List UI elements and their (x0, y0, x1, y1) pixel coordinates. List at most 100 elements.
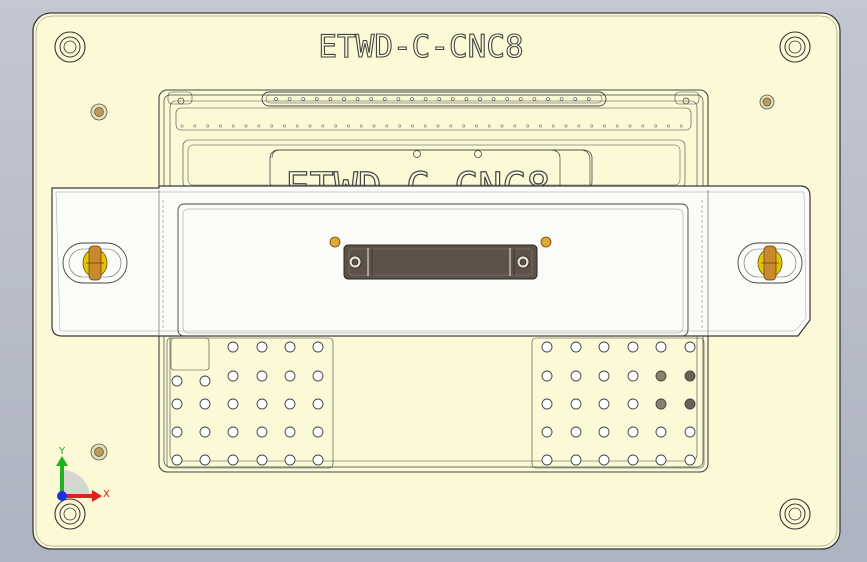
grid-hole (570, 454, 582, 466)
grid-hole (284, 398, 296, 410)
corner-hole-top-left (54, 31, 86, 63)
rail-dot (410, 124, 414, 128)
slotted-pin-right[interactable] (737, 242, 803, 284)
vent-dot (410, 97, 414, 101)
locating-pin-top-left (90, 103, 108, 121)
center-clamp-block[interactable] (329, 236, 552, 280)
axis-x-label: X (103, 489, 110, 500)
rail-dot (359, 124, 363, 128)
vent-dot (559, 97, 564, 101)
locating-pin-bottom-left (90, 443, 108, 461)
clamp-screw-right (516, 255, 530, 269)
rail-dot (231, 124, 235, 128)
vent-dot (573, 97, 578, 101)
grid-hole (227, 426, 239, 438)
grid-hole (256, 398, 268, 410)
engraving-top-text: ETWD-C-CNC8 (318, 29, 523, 65)
rail-dot (308, 124, 312, 128)
grid-hole (570, 426, 582, 438)
rail-dot (474, 124, 478, 128)
grid-hole (655, 454, 667, 466)
vent-dot (314, 97, 319, 101)
grid-hole (541, 454, 553, 466)
grid-hole (627, 370, 639, 382)
grid-hole (227, 370, 239, 382)
vent-dot (396, 97, 401, 101)
vent-dot (450, 97, 455, 101)
rail-dot (526, 124, 530, 128)
vent-dot (382, 97, 387, 101)
corner-hole-top-right (779, 31, 811, 63)
grid-hole (541, 426, 553, 438)
grid-hole (312, 370, 324, 382)
axis-x-arrow (92, 490, 102, 502)
rail-dot (385, 124, 389, 128)
rail-dot (679, 124, 683, 128)
right-hole-grid (541, 341, 696, 466)
clamp-screw-left (348, 255, 362, 269)
grid-hole (684, 454, 696, 466)
grid-hole (199, 398, 211, 410)
rail-dot (218, 124, 222, 128)
rail-dot (551, 124, 555, 128)
corner-hole-bottom-left (54, 498, 86, 530)
rail-dot (538, 124, 542, 128)
rail-dot (602, 124, 606, 128)
grid-hole (627, 341, 639, 353)
grid-hole (312, 426, 324, 438)
grid-hole (684, 341, 696, 353)
rail-dot (641, 124, 645, 128)
vent-dot (287, 97, 292, 101)
rail-dot (334, 124, 338, 128)
vent-dot (518, 97, 523, 101)
rail-dot (346, 124, 350, 128)
grid-hole (171, 426, 183, 438)
grid-hole (312, 341, 324, 353)
grid-hole (570, 341, 582, 353)
grid-hole (171, 398, 183, 410)
rail-dot (206, 124, 210, 128)
rail-dot (654, 124, 658, 128)
grid-hole-plugged (684, 398, 696, 410)
rail-dot (513, 124, 517, 128)
rail-dot (244, 124, 248, 128)
rail-dot (193, 124, 197, 128)
vent-dot (437, 97, 442, 101)
grid-hole (627, 426, 639, 438)
grid-hole (570, 370, 582, 382)
rail-dot (462, 124, 466, 128)
rail-dot (270, 124, 274, 128)
grid-hole (541, 370, 553, 382)
grid-hole (312, 454, 324, 466)
axis-y-arrow (56, 456, 68, 466)
rail-dot (615, 124, 619, 128)
left-hole-grid (171, 341, 324, 466)
vent-dot (478, 97, 482, 101)
grid-hole (171, 375, 183, 387)
vent-slot-dots (274, 97, 591, 101)
axis-z-dot (57, 491, 67, 501)
rail-dot (372, 124, 376, 128)
vent-dot (505, 97, 510, 101)
grid-hole (598, 454, 610, 466)
base-plate-inner-edge (35, 15, 838, 547)
grid-hole (627, 454, 639, 466)
vent-dot (355, 97, 360, 101)
rail-dot (398, 124, 402, 128)
grid-hole (199, 375, 211, 387)
grid-hole-plugged (655, 398, 667, 410)
grid-hole (227, 341, 239, 353)
grid-hole (256, 341, 268, 353)
grid-hole-plugged (655, 370, 667, 382)
grid-hole (684, 426, 696, 438)
grid-hole (227, 398, 239, 410)
grid-hole (284, 341, 296, 353)
slotted-pin-left[interactable] (62, 242, 128, 284)
grid-hole (598, 370, 610, 382)
rail-dot (628, 124, 632, 128)
grid-hole (598, 398, 610, 410)
clamp-dowel-left (329, 236, 341, 248)
rail-dot (436, 124, 440, 128)
rail-dot (666, 124, 670, 128)
